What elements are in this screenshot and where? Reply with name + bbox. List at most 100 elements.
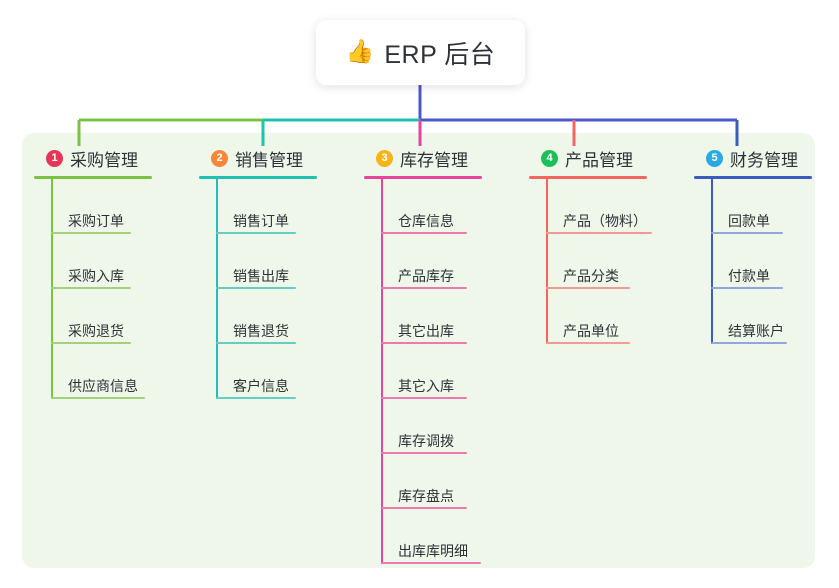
- list-item-label: 采购订单: [68, 213, 124, 229]
- list-item-rule: [711, 342, 787, 344]
- root-node-title: ERP 后台: [384, 40, 496, 69]
- column-spine-3: [381, 179, 383, 564]
- list-item-rule: [381, 287, 467, 289]
- list-item-rule: [216, 232, 296, 234]
- column-title-5: 财务管理: [730, 150, 798, 170]
- column-title-3: 库存管理: [400, 150, 468, 170]
- list-item-label: 产品单位: [563, 323, 619, 339]
- list-item-label: 产品（物料）: [563, 213, 647, 229]
- list-item-label: 库存盘点: [398, 488, 454, 504]
- list-item-label: 仓库信息: [398, 213, 454, 229]
- column-items-3: 仓库信息产品库存其它出库其它入库库存调拨库存盘点出库库明细: [364, 179, 514, 564]
- list-item-rule: [51, 342, 131, 344]
- list-item-rule: [381, 232, 467, 234]
- column-spine-4: [546, 179, 548, 344]
- column-spine-1: [51, 179, 53, 399]
- list-item-rule: [216, 397, 296, 399]
- list-item-rule: [51, 397, 145, 399]
- list-item-rule: [381, 397, 467, 399]
- column-header-5[interactable]: 5 财务管理: [694, 146, 839, 170]
- list-item[interactable]: 销售退货: [216, 289, 349, 344]
- list-item[interactable]: 采购退货: [51, 289, 184, 344]
- list-item-rule: [711, 232, 783, 234]
- column-spine-2: [216, 179, 218, 399]
- list-item-label: 销售订单: [233, 213, 289, 229]
- column-rule-3: [364, 176, 482, 179]
- list-item[interactable]: 产品分类: [546, 234, 679, 289]
- column-1: 1 采购管理采购订单采购入库采购退货供应商信息: [34, 146, 184, 399]
- list-item-label: 付款单: [728, 268, 770, 284]
- list-item-label: 供应商信息: [68, 378, 138, 394]
- list-item-rule: [381, 342, 467, 344]
- list-item-label: 出库库明细: [398, 543, 468, 559]
- list-item[interactable]: 采购订单: [51, 179, 184, 234]
- list-item[interactable]: 库存盘点: [381, 454, 514, 509]
- list-item-label: 产品库存: [398, 268, 454, 284]
- diagram-panel-background: [22, 133, 815, 568]
- list-item-label: 采购退货: [68, 323, 124, 339]
- list-item-rule: [381, 507, 467, 509]
- column-badge-5: 5: [706, 149, 723, 167]
- column-title-4: 产品管理: [565, 150, 633, 170]
- list-item-label: 回款单: [728, 213, 770, 229]
- column-spine-5: [711, 179, 713, 344]
- list-item-label: 产品分类: [563, 268, 619, 284]
- list-item-rule: [216, 342, 296, 344]
- column-2: 2 销售管理销售订单销售出库销售退货客户信息: [199, 146, 349, 399]
- list-item[interactable]: 仓库信息: [381, 179, 514, 234]
- column-items-1: 采购订单采购入库采购退货供应商信息: [34, 179, 184, 399]
- list-item-label: 其它出库: [398, 323, 454, 339]
- list-item[interactable]: 其它出库: [381, 289, 514, 344]
- column-rule-2: [199, 176, 317, 179]
- column-4: 4 产品管理产品（物料） 产品分类产品单位: [529, 146, 679, 344]
- list-item[interactable]: 付款单: [711, 234, 839, 289]
- list-item-rule: [381, 452, 467, 454]
- list-item-label: 结算账户: [728, 323, 784, 339]
- list-item-label: 销售出库: [233, 268, 289, 284]
- list-item[interactable]: 产品库存: [381, 234, 514, 289]
- column-items-4: 产品（物料） 产品分类产品单位: [529, 179, 679, 344]
- root-node-erp-backend[interactable]: 👍 ERP 后台: [316, 20, 525, 85]
- column-items-2: 销售订单销售出库销售退货客户信息: [199, 179, 349, 399]
- list-item-rule: [711, 287, 783, 289]
- list-item-rule: [546, 232, 652, 234]
- list-item[interactable]: 采购入库: [51, 234, 184, 289]
- column-rule-1: [34, 176, 152, 179]
- list-item[interactable]: 供应商信息: [51, 344, 184, 399]
- list-item[interactable]: 客户信息: [216, 344, 349, 399]
- list-item[interactable]: 回款单: [711, 179, 839, 234]
- list-item-label: 销售退货: [233, 323, 289, 339]
- list-item-rule: [381, 562, 481, 564]
- column-5: 5 财务管理回款单付款单结算账户: [694, 146, 839, 344]
- list-item-rule: [51, 287, 131, 289]
- list-item[interactable]: 销售出库: [216, 234, 349, 289]
- column-rule-5: [694, 176, 812, 179]
- column-title-2: 销售管理: [235, 150, 303, 170]
- column-header-2[interactable]: 2 销售管理: [199, 146, 349, 170]
- list-item-label: 库存调拨: [398, 433, 454, 449]
- list-item[interactable]: 库存调拨: [381, 399, 514, 454]
- thumbs-up-icon: 👍: [345, 39, 375, 65]
- list-item-rule: [546, 287, 630, 289]
- list-item-label: 采购入库: [68, 268, 124, 284]
- column-title-1: 采购管理: [70, 150, 138, 170]
- column-badge-4: 4: [541, 149, 558, 167]
- list-item[interactable]: 结算账户: [711, 289, 839, 344]
- list-item[interactable]: 销售订单: [216, 179, 349, 234]
- list-item[interactable]: 产品单位: [546, 289, 679, 344]
- column-badge-2: 2: [211, 149, 228, 167]
- list-item-label: 客户信息: [233, 378, 289, 394]
- list-item-rule: [216, 287, 296, 289]
- root-node-content: 👍 ERP 后台: [346, 35, 496, 71]
- list-item[interactable]: 产品（物料）: [546, 179, 679, 234]
- list-item[interactable]: 其它入库: [381, 344, 514, 399]
- list-item-rule: [546, 342, 630, 344]
- column-rule-4: [529, 176, 647, 179]
- column-header-4[interactable]: 4 产品管理: [529, 146, 679, 170]
- list-item-label: 其它入库: [398, 378, 454, 394]
- column-items-5: 回款单付款单结算账户: [694, 179, 839, 344]
- column-badge-1: 1: [46, 149, 63, 167]
- column-header-1[interactable]: 1 采购管理: [34, 146, 184, 170]
- list-item[interactable]: 出库库明细: [381, 509, 514, 564]
